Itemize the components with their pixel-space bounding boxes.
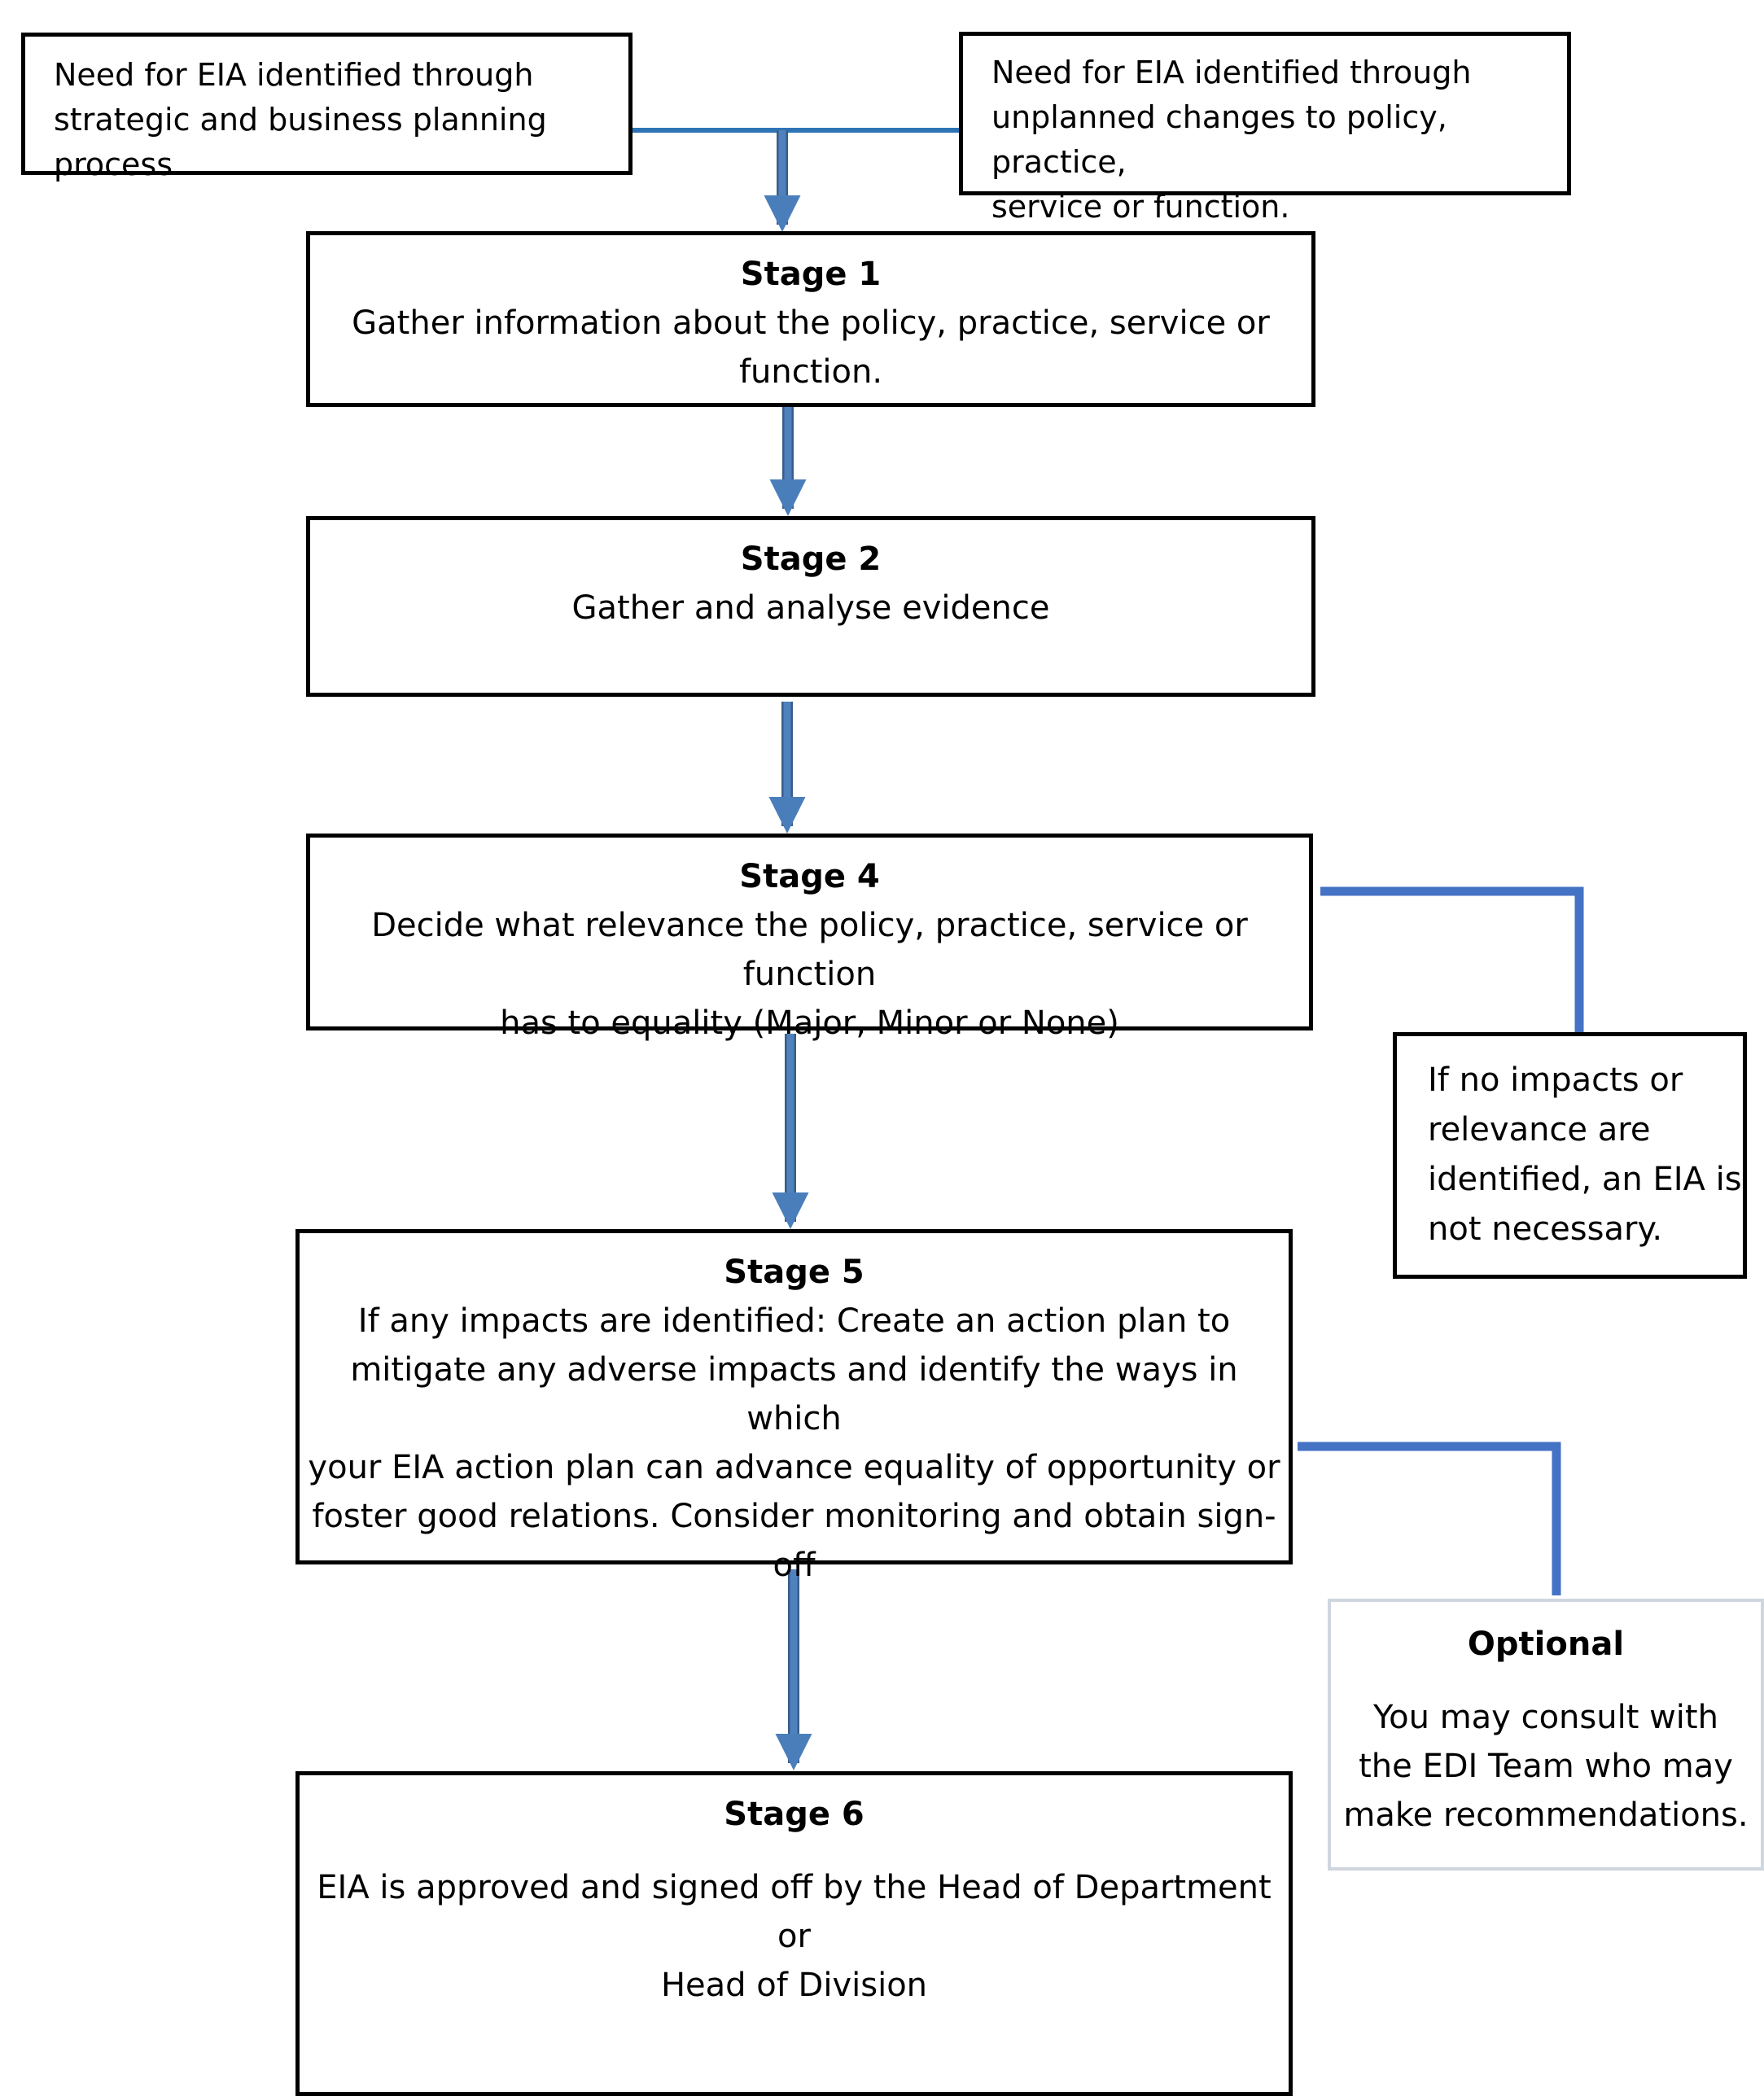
stage4-text: Decide what relevance the policy, practi…	[371, 907, 1248, 1042]
need-unplanned-text: Need for EIA identified through unplanne…	[991, 55, 1472, 225]
optional-title: Optional	[1467, 1626, 1625, 1663]
stage5-box: Stage 5 If any impacts are identified: C…	[295, 1229, 1293, 1584]
stage2-box: Stage 2 Gather and analyse evidence	[306, 516, 1315, 697]
need-planned-text: Need for EIA identified through strategi…	[54, 57, 547, 182]
need-planned-box: Need for EIA identified through strategi…	[21, 33, 633, 182]
optional-text: You may consult with the EDI Team who ma…	[1343, 1699, 1749, 1834]
stage5-title: Stage 5	[724, 1254, 864, 1291]
stage6-text: EIA is approved and signed off by the He…	[317, 1869, 1272, 2004]
no-impacts-text: If no impacts or relevance are identifie…	[1428, 1061, 1742, 1248]
stage4-title: Stage 4	[739, 858, 880, 895]
stage5-text: If any impacts are identified: Create an…	[308, 1302, 1280, 1584]
stage1-text: Gather information about the policy, pra…	[352, 304, 1270, 391]
no-impacts-box: If no impacts or relevance are identifie…	[1393, 1032, 1747, 1279]
branch-stage4-to-no-impacts	[1320, 886, 1584, 1035]
optional-box: Optional You may consult with the EDI Te…	[1328, 1599, 1764, 1871]
stage6-title: Stage 6	[724, 1796, 864, 1833]
need-unplanned-box: Need for EIA identified through unplanne…	[959, 32, 1571, 225]
stage1-title: Stage 1	[740, 256, 882, 293]
stage6-box: Stage 6 EIA is approved and signed off b…	[295, 1771, 1293, 2096]
branch-stage5-to-optional	[1298, 1442, 1561, 1595]
stage2-text: Gather and analyse evidence	[571, 589, 1050, 627]
stage2-title: Stage 2	[740, 540, 882, 578]
stage4-box: Stage 4 Decide what relevance the policy…	[306, 834, 1313, 1042]
stage1-box: Stage 1 Gather information about the pol…	[306, 231, 1315, 407]
